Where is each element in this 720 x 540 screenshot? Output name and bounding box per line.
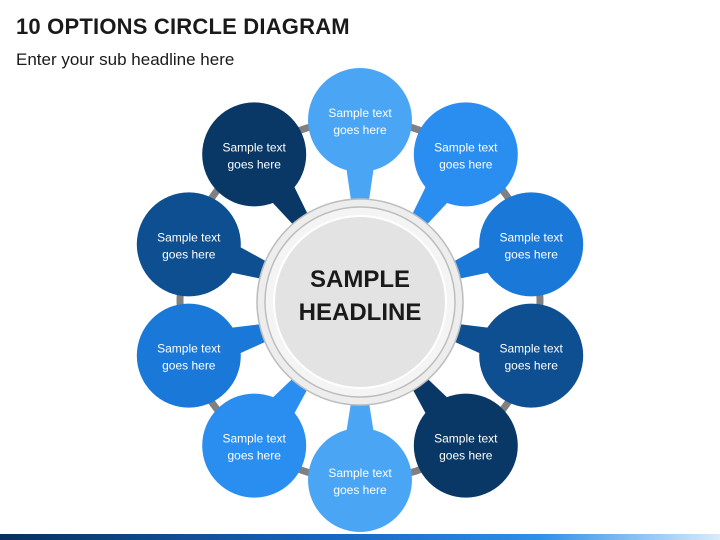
option-node-label-line2: goes here (505, 359, 559, 373)
option-node-label-line1: Sample text (157, 230, 221, 244)
option-node-label-line1: Sample text (434, 432, 498, 446)
option-node-4: Sample text goes here (479, 303, 584, 408)
option-node-label-line2: goes here (162, 247, 216, 261)
option-node-5: Sample text goes here (413, 393, 518, 498)
slide-subtitle: Enter your sub headline here (16, 50, 235, 69)
option-node-circle (136, 303, 241, 408)
option-node-label-line2: goes here (228, 157, 282, 171)
option-node-label-line1: Sample text (157, 342, 221, 356)
option-node-label-line1: Sample text (500, 342, 564, 356)
option-node-label-line2: goes here (439, 449, 493, 463)
option-node-2: Sample text goes here (413, 102, 518, 207)
option-node-10: Sample text goes here (202, 102, 307, 207)
option-node-label-line2: goes here (333, 123, 387, 137)
option-node-circle (308, 428, 412, 532)
option-node-9: Sample text goes here (136, 192, 241, 297)
option-node-circle (202, 393, 307, 498)
slide-title: 10 OPTIONS CIRCLE DIAGRAM (16, 14, 350, 39)
option-node-6: Sample text goes here (308, 428, 412, 532)
option-node-7: Sample text goes here (202, 393, 307, 498)
option-node-3: Sample text goes here (479, 192, 584, 297)
option-node-label-line2: goes here (162, 359, 216, 373)
option-node-label-line2: goes here (333, 483, 387, 497)
center-hub: SAMPLE HEADLINE (256, 198, 464, 406)
option-node-label-line1: Sample text (328, 466, 392, 480)
option-node-label-line2: goes here (228, 449, 282, 463)
option-node-circle (479, 303, 584, 408)
option-node-circle (308, 68, 412, 172)
center-headline-line2: HEADLINE (299, 299, 422, 326)
option-node-label-line2: goes here (439, 157, 493, 171)
option-node-label-line1: Sample text (223, 140, 287, 154)
footer-bar (0, 534, 720, 540)
option-node-circle (413, 102, 518, 207)
option-node-circle (136, 192, 241, 297)
option-node-label-line2: goes here (505, 247, 559, 261)
option-node-label-line1: Sample text (434, 140, 498, 154)
option-node-label-line1: Sample text (500, 230, 564, 244)
center-headline-line1: SAMPLE (310, 266, 410, 293)
option-node-1: Sample text goes here (308, 68, 412, 172)
option-node-circle (413, 393, 518, 498)
option-node-label-line1: Sample text (223, 432, 287, 446)
option-node-label-line1: Sample text (328, 106, 392, 120)
center-core (273, 215, 447, 389)
option-node-circle (202, 102, 307, 207)
option-node-8: Sample text goes here (136, 303, 241, 408)
option-node-circle (479, 192, 584, 297)
